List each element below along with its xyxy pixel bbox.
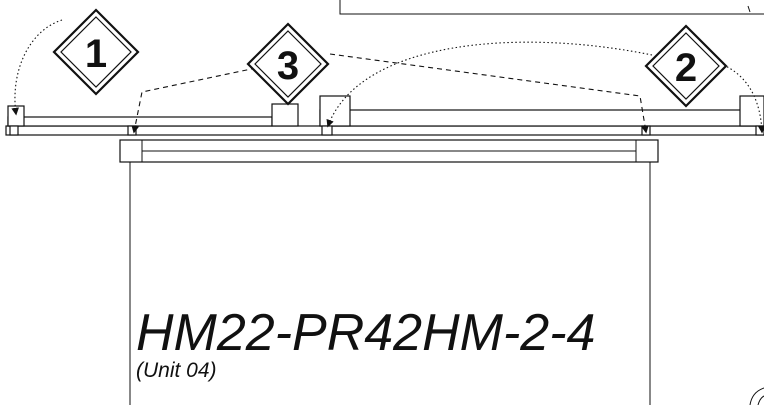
left-bar — [7, 116, 273, 127]
right-bar-left-block — [319, 95, 351, 127]
step-badge-3: 3 — [246, 22, 330, 106]
step-badge-2: 2 — [644, 24, 728, 108]
rail-bracket-3 — [321, 125, 333, 136]
right-bar — [319, 109, 764, 127]
left-bar-right-block — [271, 103, 299, 127]
right-bar-right-block — [739, 95, 764, 127]
left-bar-end-block — [7, 105, 25, 127]
rail-bracket-1 — [9, 125, 19, 136]
step2-arrow-left — [326, 41, 653, 128]
upper-panel-edge — [339, 0, 764, 15]
step1-arrow — [11, 19, 63, 116]
rail-bracket-4 — [641, 125, 651, 136]
step-badge-1: 1 — [52, 8, 140, 96]
lower-right-fragment-2 — [757, 395, 764, 405]
rail-bracket-5 — [755, 125, 764, 136]
step3-line-right — [329, 53, 649, 134]
step-number-1: 1 — [85, 32, 107, 76]
unit-body — [129, 162, 651, 405]
unit-model-label: HM22-PR42HM-2-4 — [136, 304, 595, 362]
step-number-3: 3 — [277, 44, 299, 88]
unit-sublabel: (Unit 04) — [136, 359, 217, 382]
lower-right-fragment — [749, 387, 764, 405]
upper-panel-tick — [747, 5, 751, 13]
step-number-2: 2 — [675, 46, 697, 90]
step3-line-left — [131, 67, 257, 134]
